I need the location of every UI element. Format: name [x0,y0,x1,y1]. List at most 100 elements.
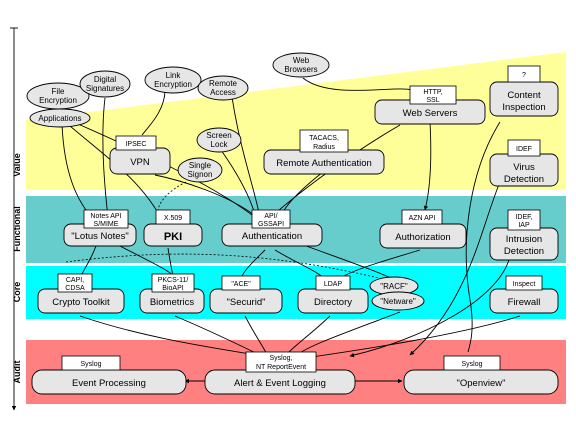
interface-tag: IDEF, [515,214,532,221]
interface-tag: SSL [426,97,439,104]
alert-event-logging-component[interactable]: Alert & Event Logging Syslog, NT ReportE… [204,351,356,395]
component-label: Remote Authentication [276,158,372,169]
component-label: PKI [164,231,182,243]
interface-tag: TACACS, [309,135,339,142]
openview-component[interactable]: "Openview" Syslog [403,355,559,395]
interface-tag: X.509 [164,215,182,222]
component-label: Biometrics [150,297,195,308]
oval-label: Access [210,88,236,97]
interface-tag: GSSAPI [258,221,284,228]
component-label: VPN [130,157,150,168]
interface-tag: Syslog [461,361,482,368]
content-inspection-component[interactable]: Content Inspection ? [489,65,559,117]
component-label: Intrusion [506,234,542,245]
interface-tag: BioAPI [162,285,183,292]
virus-detection-component[interactable]: Virus Detection IDEF [489,139,559,187]
authorization-component[interactable]: Authorization AZN API [379,209,467,249]
component-label: "Openview" [457,378,506,389]
component-label: Event Processing [72,378,146,389]
interface-tag: PKCS-11/ [158,277,189,284]
interface-tag: Syslog, [270,355,293,362]
connector [102,97,109,219]
interface-tag: Inspect [513,281,536,288]
oval-label: Link [166,71,182,80]
biometrics-component[interactable]: Biometrics PKCS-11/ BioAPI [139,273,205,314]
component-label: Alert & Event Logging [234,378,326,389]
component-label: Crypto Toolkit [52,297,110,308]
component-label: Detection [504,174,544,185]
component-label: "Securid" [227,297,266,308]
connector [157,181,187,211]
link-encryption-oval[interactable]: Link Encryption [144,66,202,94]
component-label: Directory [314,297,352,308]
authentication-component[interactable]: Authentication API/ GSSAPI [221,209,323,247]
interface-tag: CDSA [65,285,85,292]
pki-component[interactable]: PKI X.509 [143,209,203,247]
interface-tag: Radius [313,144,335,151]
event-processing-component[interactable]: Event Processing Syslog [31,355,187,395]
oval-label: Signon [188,170,213,179]
interface-tag: CAPI, [66,277,84,284]
web-servers-component[interactable]: Web Servers HTTP, SSL [374,85,486,125]
interface-tag: LDAP [324,281,343,288]
interface-tag: Notes API [90,213,121,220]
component-label: Authentication [242,231,302,242]
connector [231,96,262,219]
oval-label: "Netware" [380,297,416,306]
oval-label: Applications [38,114,81,123]
component-label: Web Servers [403,108,458,119]
remote-access-oval[interactable]: Remote Access [197,75,249,101]
web-browsers-oval[interactable]: Web Browsers [272,52,330,78]
interface-tag: "ACE" [231,281,251,288]
interface-tag: S/MIME [94,221,119,228]
interface-tag: IDEF [516,146,532,153]
screen-lock-oval[interactable]: Screen Lock [196,127,242,153]
component-label: Firewall [508,297,541,308]
interface-tag: HTTP, [423,89,442,96]
interface-tag: ? [522,72,526,79]
oval-label: Single [189,161,212,170]
lotus-notes-component[interactable]: "Lotus Notes" Notes API S/MIME [63,209,137,247]
oval-label: Encryption [39,96,77,105]
vpn-component[interactable]: VPN IPSEC [109,135,171,175]
file-encryption-oval[interactable]: File Encryption [26,82,90,110]
interface-tag: API/ [264,213,277,220]
applications-oval[interactable]: Applications [29,108,91,128]
connector [349,255,511,358]
connector [154,174,259,219]
band-label-core: Core [12,282,22,303]
firewall-component[interactable]: Firewall Inspect [489,275,559,314]
directory-component[interactable]: Directory LDAP [297,275,369,314]
netware-oval[interactable]: "Netware" [371,291,425,311]
oval-label: Digital [94,75,116,84]
connector [423,121,432,211]
crypto-toolkit-component[interactable]: Crypto Toolkit CAPI, CDSA [37,273,125,314]
band-label-value: Value [12,153,22,177]
oval-label: Web [293,56,310,65]
connector [302,77,413,91]
connector [409,181,501,356]
interface-tag: AZN API [409,215,436,222]
oval-label: Encryption [154,80,192,89]
oval-label: Lock [211,140,229,149]
oval-label: "RACF" [380,282,408,291]
oval-label: File [52,87,65,96]
component-label: "Lotus Notes" [71,231,128,242]
band-label-audit: Audit [12,361,22,384]
component-label: Detection [504,246,544,257]
connector [65,253,396,283]
component-label: Authorization [395,232,450,243]
interface-tag: Syslog [80,361,101,368]
remote-authentication-component[interactable]: Remote Authentication TACACS, Radius [263,129,385,175]
single-signon-oval[interactable]: Single Signon [177,157,223,183]
interface-tag: NT ReportEvent [256,364,306,371]
digital-signatures-oval[interactable]: Digital Signatures [79,70,131,98]
intrusion-detection-component[interactable]: Intrusion Detection IDEF, IAP [489,209,559,261]
connector [141,89,166,136]
component-label: Content [507,90,541,101]
oval-label: Browsers [284,65,317,74]
component-label: Virus [513,162,535,173]
securid-component[interactable]: "Securid" "ACE" [209,275,283,314]
oval-label: Screen [206,131,231,140]
